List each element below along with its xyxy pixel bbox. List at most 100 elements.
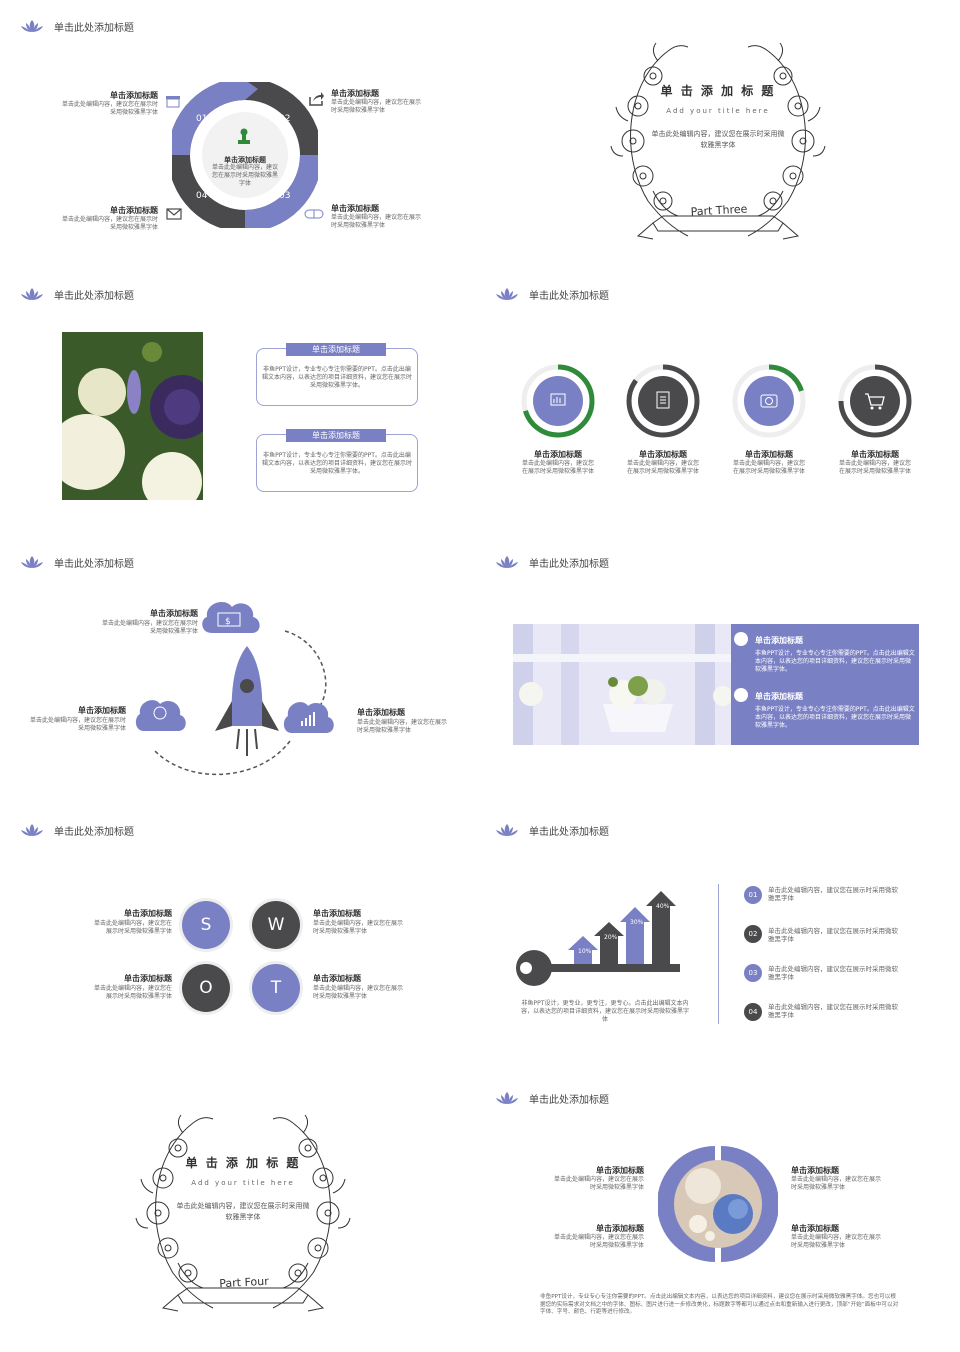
progress-ring-2 — [626, 364, 700, 438]
slide-header: 单击此处添加标题 — [495, 554, 609, 570]
cycle-num-4: 04 — [196, 191, 208, 201]
item-title-3: 单击添加标题 — [331, 204, 379, 213]
ring-desc-2: 单击此处编辑内容，建议您在展示时采用微软雅黑字体 — [626, 460, 699, 475]
lotus-icon — [20, 555, 44, 569]
slide-header: 单击此处添加标题 — [20, 822, 134, 838]
slide-cycle: 单击此处添加标题 01 02 03 04 单击添加标题 单击此处编辑内容，建议您… — [0, 0, 470, 262]
rocket-title-2: 单击添加标题 — [78, 706, 126, 715]
lotus-icon — [20, 19, 44, 33]
slide-header: 单击此处添加标题 — [495, 1090, 609, 1106]
rocket-title-1: 单击添加标题 — [150, 609, 198, 618]
header-title: 单击此处添加标题 — [54, 290, 134, 302]
rocket-title-3: 单击添加标题 — [357, 708, 405, 717]
part-subtitle: Add your title here — [191, 1179, 295, 1187]
swot-title-4: 单击添加标题 — [313, 974, 361, 983]
slide-header: 单击此处添加标题 — [20, 18, 134, 34]
slide-key-growth: 单击此处添加标题 10% 20% 30% 40% 非鱼PPT设计，更专业，更专注… — [490, 804, 960, 1066]
swot-desc-4: 单击此处编辑内容，建议您在展示时采用微软雅黑字体 — [313, 985, 404, 1000]
slide-header: 单击此处添加标题 — [20, 554, 134, 570]
lotus-icon — [495, 287, 519, 301]
bar-label-1: 10% — [578, 948, 592, 955]
slide-swot: 单击此处添加标题 S W O T 单击添加标题 单击此处编辑内容，建议您在展示时… — [0, 804, 470, 1066]
slide-part-three: 单 击 添 加 标 题 Add your title here 单击此处编辑内容… — [490, 0, 960, 262]
mail-icon — [166, 208, 182, 220]
item-desc-3: 单击此处编辑内容，建议您在展示时采用微软雅黑字体 — [331, 214, 422, 229]
circle-title-4: 单击添加标题 — [791, 1224, 839, 1233]
footer-text: 非鱼PPT设计，专业专心专注你需要的PPT。点击此出编辑文本内容，以表达您的项目… — [540, 1294, 899, 1315]
dot-icon — [734, 632, 748, 646]
header-title: 单击此处添加标题 — [54, 558, 134, 570]
svg-text:$: $ — [225, 617, 231, 627]
swot-o: O — [182, 964, 230, 1012]
circle-desc-3: 单击此处编辑内容，建议您在展示时采用微软雅黑字体 — [553, 1234, 644, 1249]
rocket-desc-2: 单击此处编辑内容，建议您在展示时采用微软雅黑字体 — [29, 717, 126, 732]
center-title: 单击添加标题 — [224, 156, 266, 164]
text-panel — [731, 624, 919, 745]
swot-title-2: 单击添加标题 — [313, 909, 361, 918]
slide-photo-boxes: 单击此处添加标题 单击添加标题 非鱼PPT设计，专业专心专注你需要的PPT。点击… — [0, 268, 470, 530]
flower-photo — [62, 332, 203, 500]
ring-title-2: 单击添加标题 — [639, 450, 687, 459]
item-title-1: 单击添加标题 — [110, 91, 158, 100]
part-desc: 单击此处编辑内容，建议您在展示时采用微软雅黑字体 — [176, 1202, 310, 1221]
part-title: 单 击 添 加 标 题 — [660, 84, 776, 98]
part-subtitle: Add your title here — [666, 107, 770, 115]
slide-header: 单击此处添加标题 — [495, 286, 609, 302]
circle-title-3: 单击添加标题 — [596, 1224, 644, 1233]
pill-icon — [304, 209, 324, 219]
center-desc: 单击此处编辑内容，建议您在展示时采用微软雅黑字体 — [211, 164, 278, 187]
list-num-3: 03 — [744, 964, 762, 982]
item-desc-1: 单击此处编辑内容，建议您在展示时采用微软雅黑字体 — [61, 101, 158, 116]
cycle-num-3: 03 — [279, 191, 291, 201]
bar-label-2: 20% — [604, 934, 618, 941]
slide-progress-rings: 单击此处添加标题 单击添加标题 单击此处编辑内容，建议您在展示时采用微软雅黑字体… — [490, 268, 960, 530]
rocket-desc-3: 单击此处编辑内容，建议您在展示时采用微软雅黑字体 — [357, 719, 448, 734]
swot-w: W — [252, 901, 300, 949]
swot-desc-3: 单击此处编辑内容，建议您在展示时采用微软雅黑字体 — [93, 985, 172, 1000]
cycle-diagram — [172, 82, 318, 228]
part-title: 单 击 添 加 标 题 — [185, 1156, 301, 1170]
ring-title-1: 单击添加标题 — [534, 450, 582, 459]
progress-ring-4 — [838, 364, 912, 438]
swot-desc-2: 单击此处编辑内容，建议您在展示时采用微软雅黑字体 — [313, 920, 404, 935]
ring-title-4: 单击添加标题 — [851, 450, 899, 459]
box-desc-2: 非鱼PPT设计，专业专心专注你需要的PPT。点击此出编辑文本内容，以表达您的项目… — [262, 452, 413, 475]
header-title: 单击此处添加标题 — [54, 826, 134, 838]
part-desc: 单击此处编辑内容，建议您在展示时采用微软雅黑字体 — [651, 130, 785, 149]
box-icon — [166, 96, 180, 108]
item-title-4: 单击添加标题 — [110, 206, 158, 215]
panel-title-2: 单击添加标题 — [755, 692, 803, 701]
rose-circle — [658, 1146, 778, 1262]
lotus-icon — [495, 555, 519, 569]
list-num-2: 02 — [744, 925, 762, 943]
circle-desc-4: 单击此处编辑内容，建议您在展示时采用微软雅黑字体 — [791, 1234, 882, 1249]
cycle-num-1: 01 — [196, 114, 208, 124]
ring-desc-1: 单击此处编辑内容，建议您在展示时采用微软雅黑字体 — [521, 460, 594, 475]
swot-title-1: 单击添加标题 — [124, 909, 172, 918]
rocket-desc-1: 单击此处编辑内容，建议您在展示时采用微软雅黑字体 — [101, 620, 198, 635]
lotus-icon — [495, 823, 519, 837]
progress-ring-1 — [521, 364, 595, 438]
list-text-4: 单击此处编辑内容，建议您在展示时采用微软雅黑字体 — [768, 1003, 898, 1019]
item-desc-2: 单击此处编辑内容，建议您在展示时采用微软雅黑字体 — [331, 99, 422, 114]
progress-ring-3 — [732, 364, 806, 438]
circle-desc-1: 单击此处编辑内容，建议您在展示时采用微软雅黑字体 — [553, 1176, 644, 1191]
cycle-num-2: 02 — [279, 114, 291, 124]
lotus-icon — [20, 823, 44, 837]
slide-photo-panel: 单击此处添加标题 单击添加标题 非鱼PPT设计，专业专心专注你需要的PPT。点击… — [490, 536, 960, 798]
swot-desc-1: 单击此处编辑内容，建议您在展示时采用微软雅黑字体 — [93, 920, 172, 935]
swot-t: T — [252, 964, 300, 1012]
header-title: 单击此处添加标题 — [529, 558, 609, 570]
vase-photo — [513, 624, 731, 745]
list-num-1: 01 — [744, 886, 762, 904]
item-title-2: 单击添加标题 — [331, 89, 379, 98]
ring-desc-4: 单击此处编辑内容，建议您在展示时采用微软雅黑字体 — [838, 460, 911, 475]
dot-icon — [734, 688, 748, 702]
lotus-icon — [495, 1091, 519, 1105]
panel-desc-2: 非鱼PPT设计，专业专心专注你需要的PPT。点击此出编辑文本内容，以表达您的项目… — [755, 706, 915, 729]
divider — [718, 884, 719, 1024]
slide-circle-photo: 单击此处添加标题 单击添加标题 单击此处编辑内容，建议您在展示时采用微软雅黑字体… — [490, 1072, 960, 1334]
bar-label-4: 40% — [656, 903, 670, 910]
stamp-icon — [238, 128, 250, 144]
slide-header: 单击此处添加标题 — [20, 286, 134, 302]
